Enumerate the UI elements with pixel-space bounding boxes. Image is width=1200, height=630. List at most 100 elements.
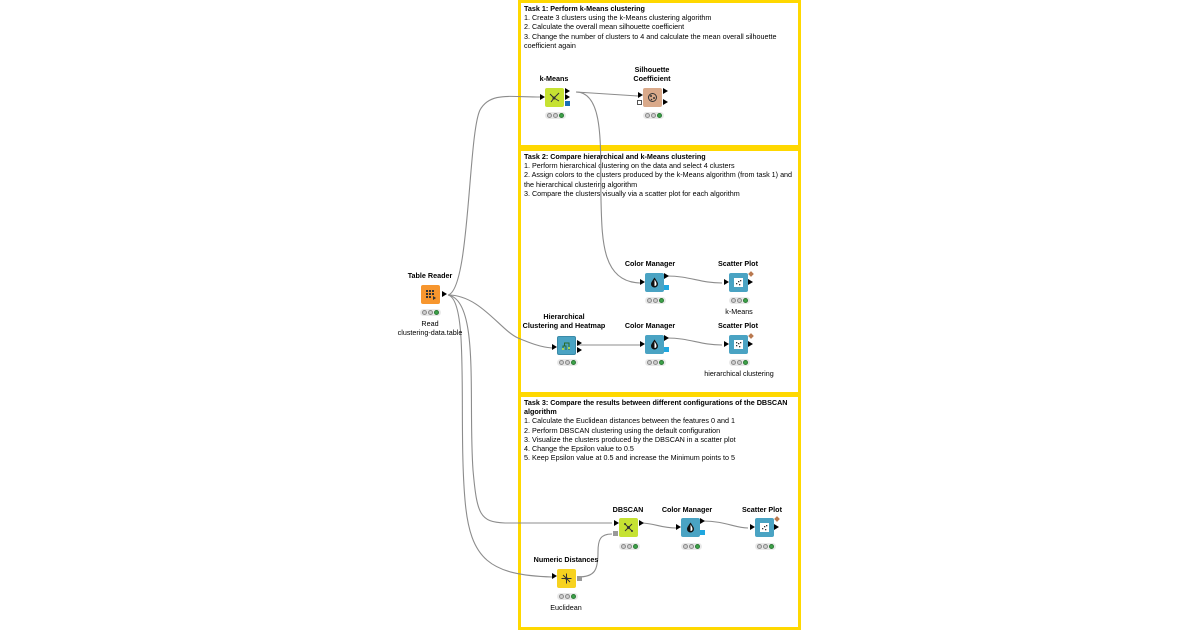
color-model-port[interactable]: [664, 347, 669, 352]
task-2-annotation[interactable]: Task 2: Compare hierarchical and k-Means…: [518, 148, 801, 395]
silhouette-icon[interactable]: [643, 88, 662, 107]
node-status: [557, 593, 578, 600]
node-label: Euclidean: [550, 603, 582, 612]
input-port[interactable]: [724, 279, 729, 285]
input-port[interactable]: [724, 341, 729, 347]
status-red-light: [730, 360, 736, 365]
node-title: DBSCAN: [612, 505, 644, 514]
output-port[interactable]: [442, 291, 447, 297]
task-2-line-3: 3. Compare the clusters visually via a s…: [524, 188, 740, 198]
status-red-light: [558, 594, 564, 599]
output-port-2[interactable]: [663, 99, 668, 105]
output-port-2[interactable]: [565, 94, 570, 100]
output-port-1[interactable]: [565, 88, 570, 94]
numeric-distances-icon[interactable]: [557, 569, 576, 588]
task-3-line-2: 2. Perform DBSCAN clustering using the d…: [524, 425, 721, 435]
color-model-port[interactable]: [700, 530, 705, 535]
distance-output-port[interactable]: [577, 576, 582, 581]
status-yellow-light: [650, 113, 656, 118]
node-label: k-Means: [725, 307, 753, 316]
input-port[interactable]: [640, 279, 645, 285]
status-yellow-light: [762, 544, 768, 549]
status-green-light: [769, 544, 775, 549]
task-2-line-2: 2. Assign colors to the clusters produce…: [524, 170, 793, 189]
status-yellow-light: [427, 310, 433, 315]
status-green-light: [659, 360, 665, 365]
node-status: [681, 543, 702, 550]
status-green-light: [657, 113, 663, 118]
status-green-light: [633, 544, 639, 549]
input-port[interactable]: [614, 520, 619, 526]
output-port[interactable]: [748, 279, 753, 285]
color-manager-icon[interactable]: [645, 335, 664, 354]
output-port[interactable]: [774, 524, 779, 530]
input-port[interactable]: [552, 573, 557, 579]
output-port[interactable]: [748, 341, 753, 347]
status-green-light: [571, 360, 577, 365]
task-1-annotation[interactable]: Task 1: Perform k-Means clustering 1. Cr…: [518, 0, 801, 148]
dbscan-icon[interactable]: [619, 518, 638, 537]
task-3-line-5: 5. Keep Epsilon value at 0.5 and increas…: [524, 453, 735, 463]
node-title: Color Manager: [661, 505, 713, 514]
node-status: [645, 359, 666, 366]
hierarchical-clustering-icon[interactable]: [557, 336, 576, 355]
scatter-plot-icon[interactable]: [729, 273, 748, 292]
color-model-port[interactable]: [664, 285, 669, 290]
table-reader-icon[interactable]: [421, 285, 440, 304]
node-title: Color Manager: [624, 321, 676, 330]
node-title: Numeric Distances: [533, 555, 599, 564]
input-port[interactable]: [676, 524, 681, 530]
kmeans-icon[interactable]: [545, 88, 564, 107]
node-status: [729, 297, 750, 304]
output-port-2[interactable]: [577, 347, 582, 353]
node-status: [545, 112, 566, 119]
scatter-plot-icon[interactable]: [729, 335, 748, 354]
output-port[interactable]: [664, 273, 669, 279]
distance-port[interactable]: [613, 531, 618, 536]
status-red-light: [646, 360, 652, 365]
input-port[interactable]: [638, 92, 643, 98]
task-1-line-2: 2. Calculate the overall mean silhouette…: [524, 22, 685, 32]
node-title: Silhouette Coefficient: [633, 65, 671, 83]
flow-variable-port[interactable]: [637, 100, 642, 105]
status-yellow-light: [652, 298, 658, 303]
node-status: [755, 543, 776, 550]
task-3-line-1: 1. Calculate the Euclidean distances bet…: [524, 416, 735, 426]
node-label: hierarchical clustering: [704, 369, 774, 378]
status-green-light: [743, 360, 749, 365]
output-port[interactable]: [639, 520, 644, 526]
status-red-light: [421, 310, 427, 315]
status-red-light: [646, 298, 652, 303]
input-port[interactable]: [640, 341, 645, 347]
status-yellow-light: [688, 544, 694, 549]
output-port-1[interactable]: [663, 88, 668, 94]
task-2-title: Task 2: Compare hierarchical and k-Means…: [524, 152, 706, 161]
output-port[interactable]: [700, 518, 705, 524]
scatter-plot-icon[interactable]: [755, 518, 774, 537]
node-title: Table Reader: [407, 271, 453, 280]
node-title: Scatter Plot: [718, 321, 758, 330]
task-1-title: Task 1: Perform k-Means clustering: [524, 4, 645, 13]
task-3-line-3: 3. Visualize the clusters produced by th…: [524, 434, 736, 444]
input-port[interactable]: [750, 524, 755, 530]
status-green-light: [695, 544, 701, 549]
status-green-light: [659, 298, 665, 303]
color-manager-icon[interactable]: [645, 273, 664, 292]
status-yellow-light: [736, 298, 742, 303]
task-2-line-1: 1. Perform hierarchical clustering on th…: [524, 161, 735, 171]
task-1-line-3: 3. Change the number of clusters to 4 an…: [524, 31, 777, 50]
output-port[interactable]: [664, 335, 669, 341]
node-title: Scatter Plot: [742, 505, 782, 514]
model-port[interactable]: [565, 101, 570, 106]
status-red-light: [682, 544, 688, 549]
status-red-light: [756, 544, 762, 549]
node-status: [420, 309, 441, 316]
input-port[interactable]: [540, 94, 545, 100]
output-port-1[interactable]: [577, 340, 582, 346]
status-yellow-light: [652, 360, 658, 365]
status-red-light: [546, 113, 552, 118]
node-status: [645, 297, 666, 304]
input-port[interactable]: [552, 344, 557, 350]
status-yellow-light: [626, 544, 632, 549]
color-manager-icon[interactable]: [681, 518, 700, 537]
